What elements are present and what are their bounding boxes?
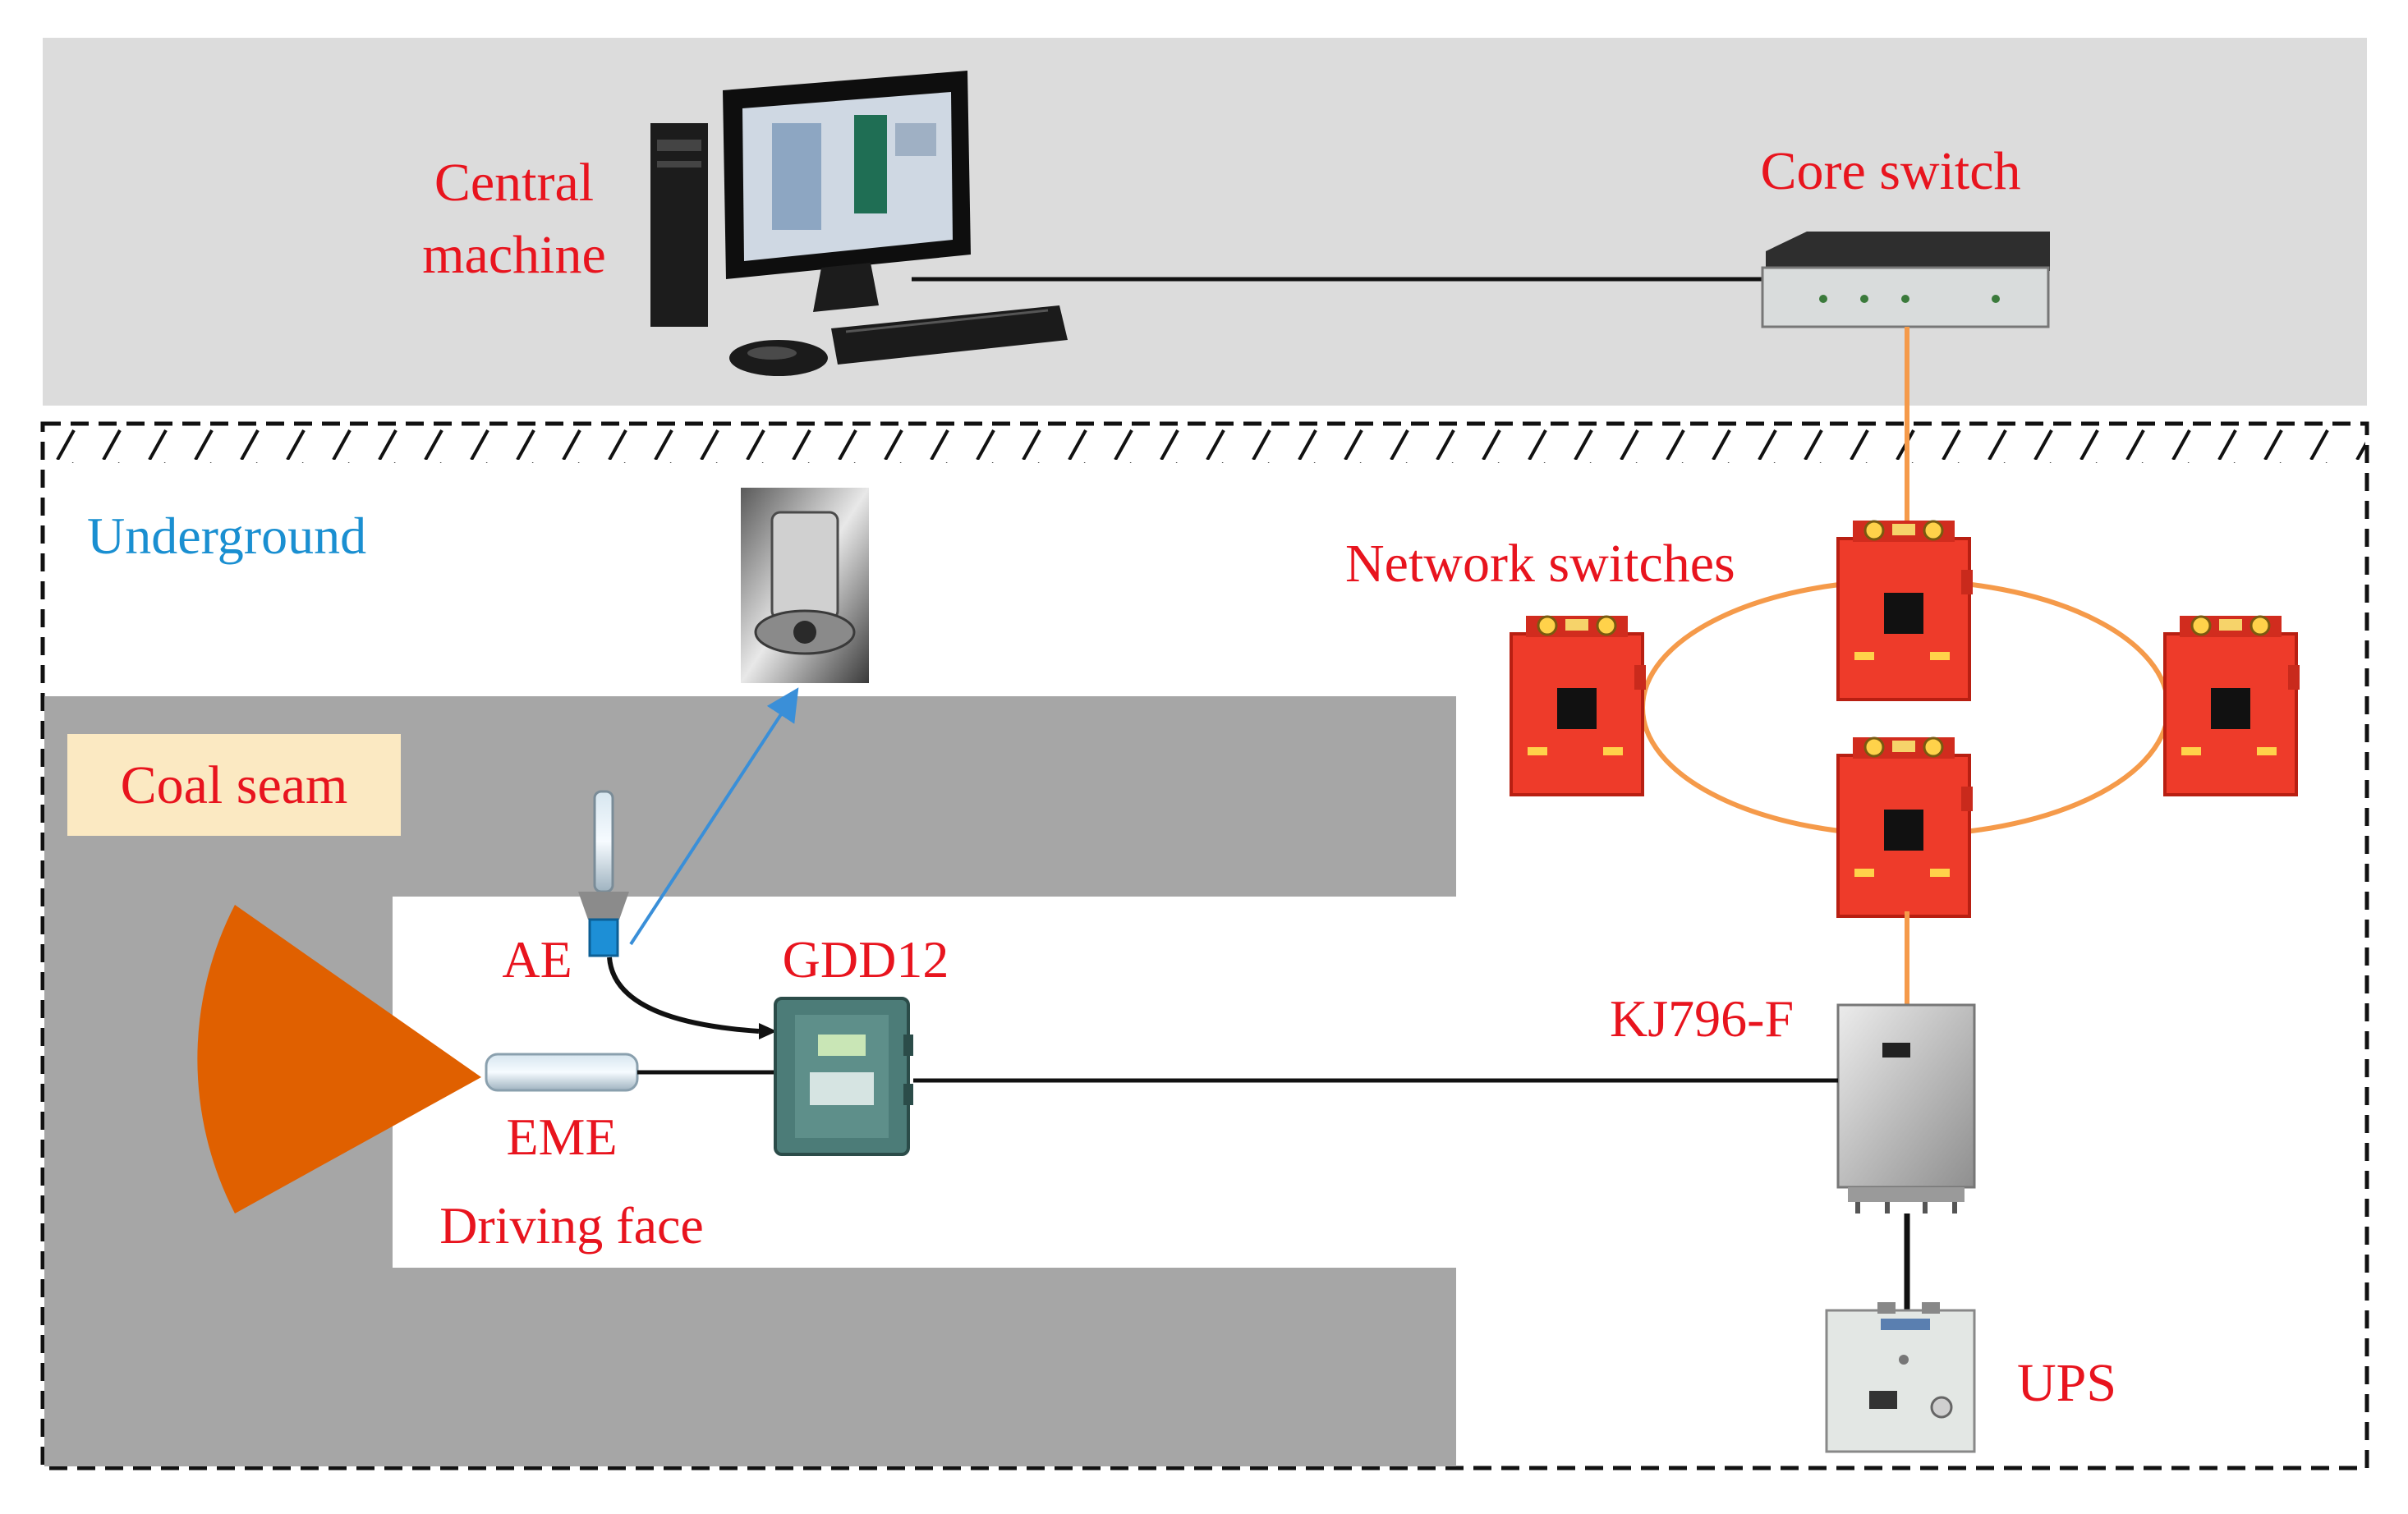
driving-face-cutter xyxy=(197,905,481,1213)
driving-face-label: Driving face xyxy=(439,1196,704,1255)
ground-hatching xyxy=(44,427,2365,463)
surface-band xyxy=(43,38,2367,406)
ups-label: UPS xyxy=(2017,1353,2116,1413)
network-switch-left xyxy=(1510,614,1647,796)
ae-label: AE xyxy=(502,930,572,989)
ae-sensor-photo xyxy=(741,488,869,683)
network-switches-label: Network switches xyxy=(1345,534,1735,594)
kj796f-substation-icon xyxy=(1836,1003,1976,1213)
underground-boundary xyxy=(40,421,2369,1470)
core-switch-label: Core switch xyxy=(1760,141,2020,201)
core-switch-icon xyxy=(1761,232,2050,328)
eme-label: EME xyxy=(506,1108,617,1166)
eme-sensor-icon xyxy=(485,1053,639,1092)
ups-icon xyxy=(1825,1302,1976,1453)
coal-seam-label: Coal seam xyxy=(121,755,348,815)
ae-to-gdd12-arrowhead xyxy=(759,1023,777,1039)
coal-seam-box xyxy=(67,734,401,836)
central-machine-label-line1: Central xyxy=(434,153,594,213)
network-switch-right xyxy=(2163,614,2301,796)
ae-to-gdd12-cable xyxy=(607,957,760,1034)
ae-detail-arrow xyxy=(629,687,799,946)
underground-label: Underground xyxy=(87,507,366,565)
network-switch-top xyxy=(1836,519,1974,701)
gdd12-label: GDD12 xyxy=(783,930,949,989)
gdd12-monitor-icon xyxy=(774,997,913,1156)
ae-sensor-icon xyxy=(578,790,629,957)
network-switch-bottom xyxy=(1836,736,1974,918)
central-machine-label-line2: machine xyxy=(422,225,606,285)
central-machine-icon xyxy=(650,71,1068,376)
coal-seam-rock xyxy=(44,696,1456,1466)
kj796f-label: KJ796-F xyxy=(1610,989,1794,1048)
